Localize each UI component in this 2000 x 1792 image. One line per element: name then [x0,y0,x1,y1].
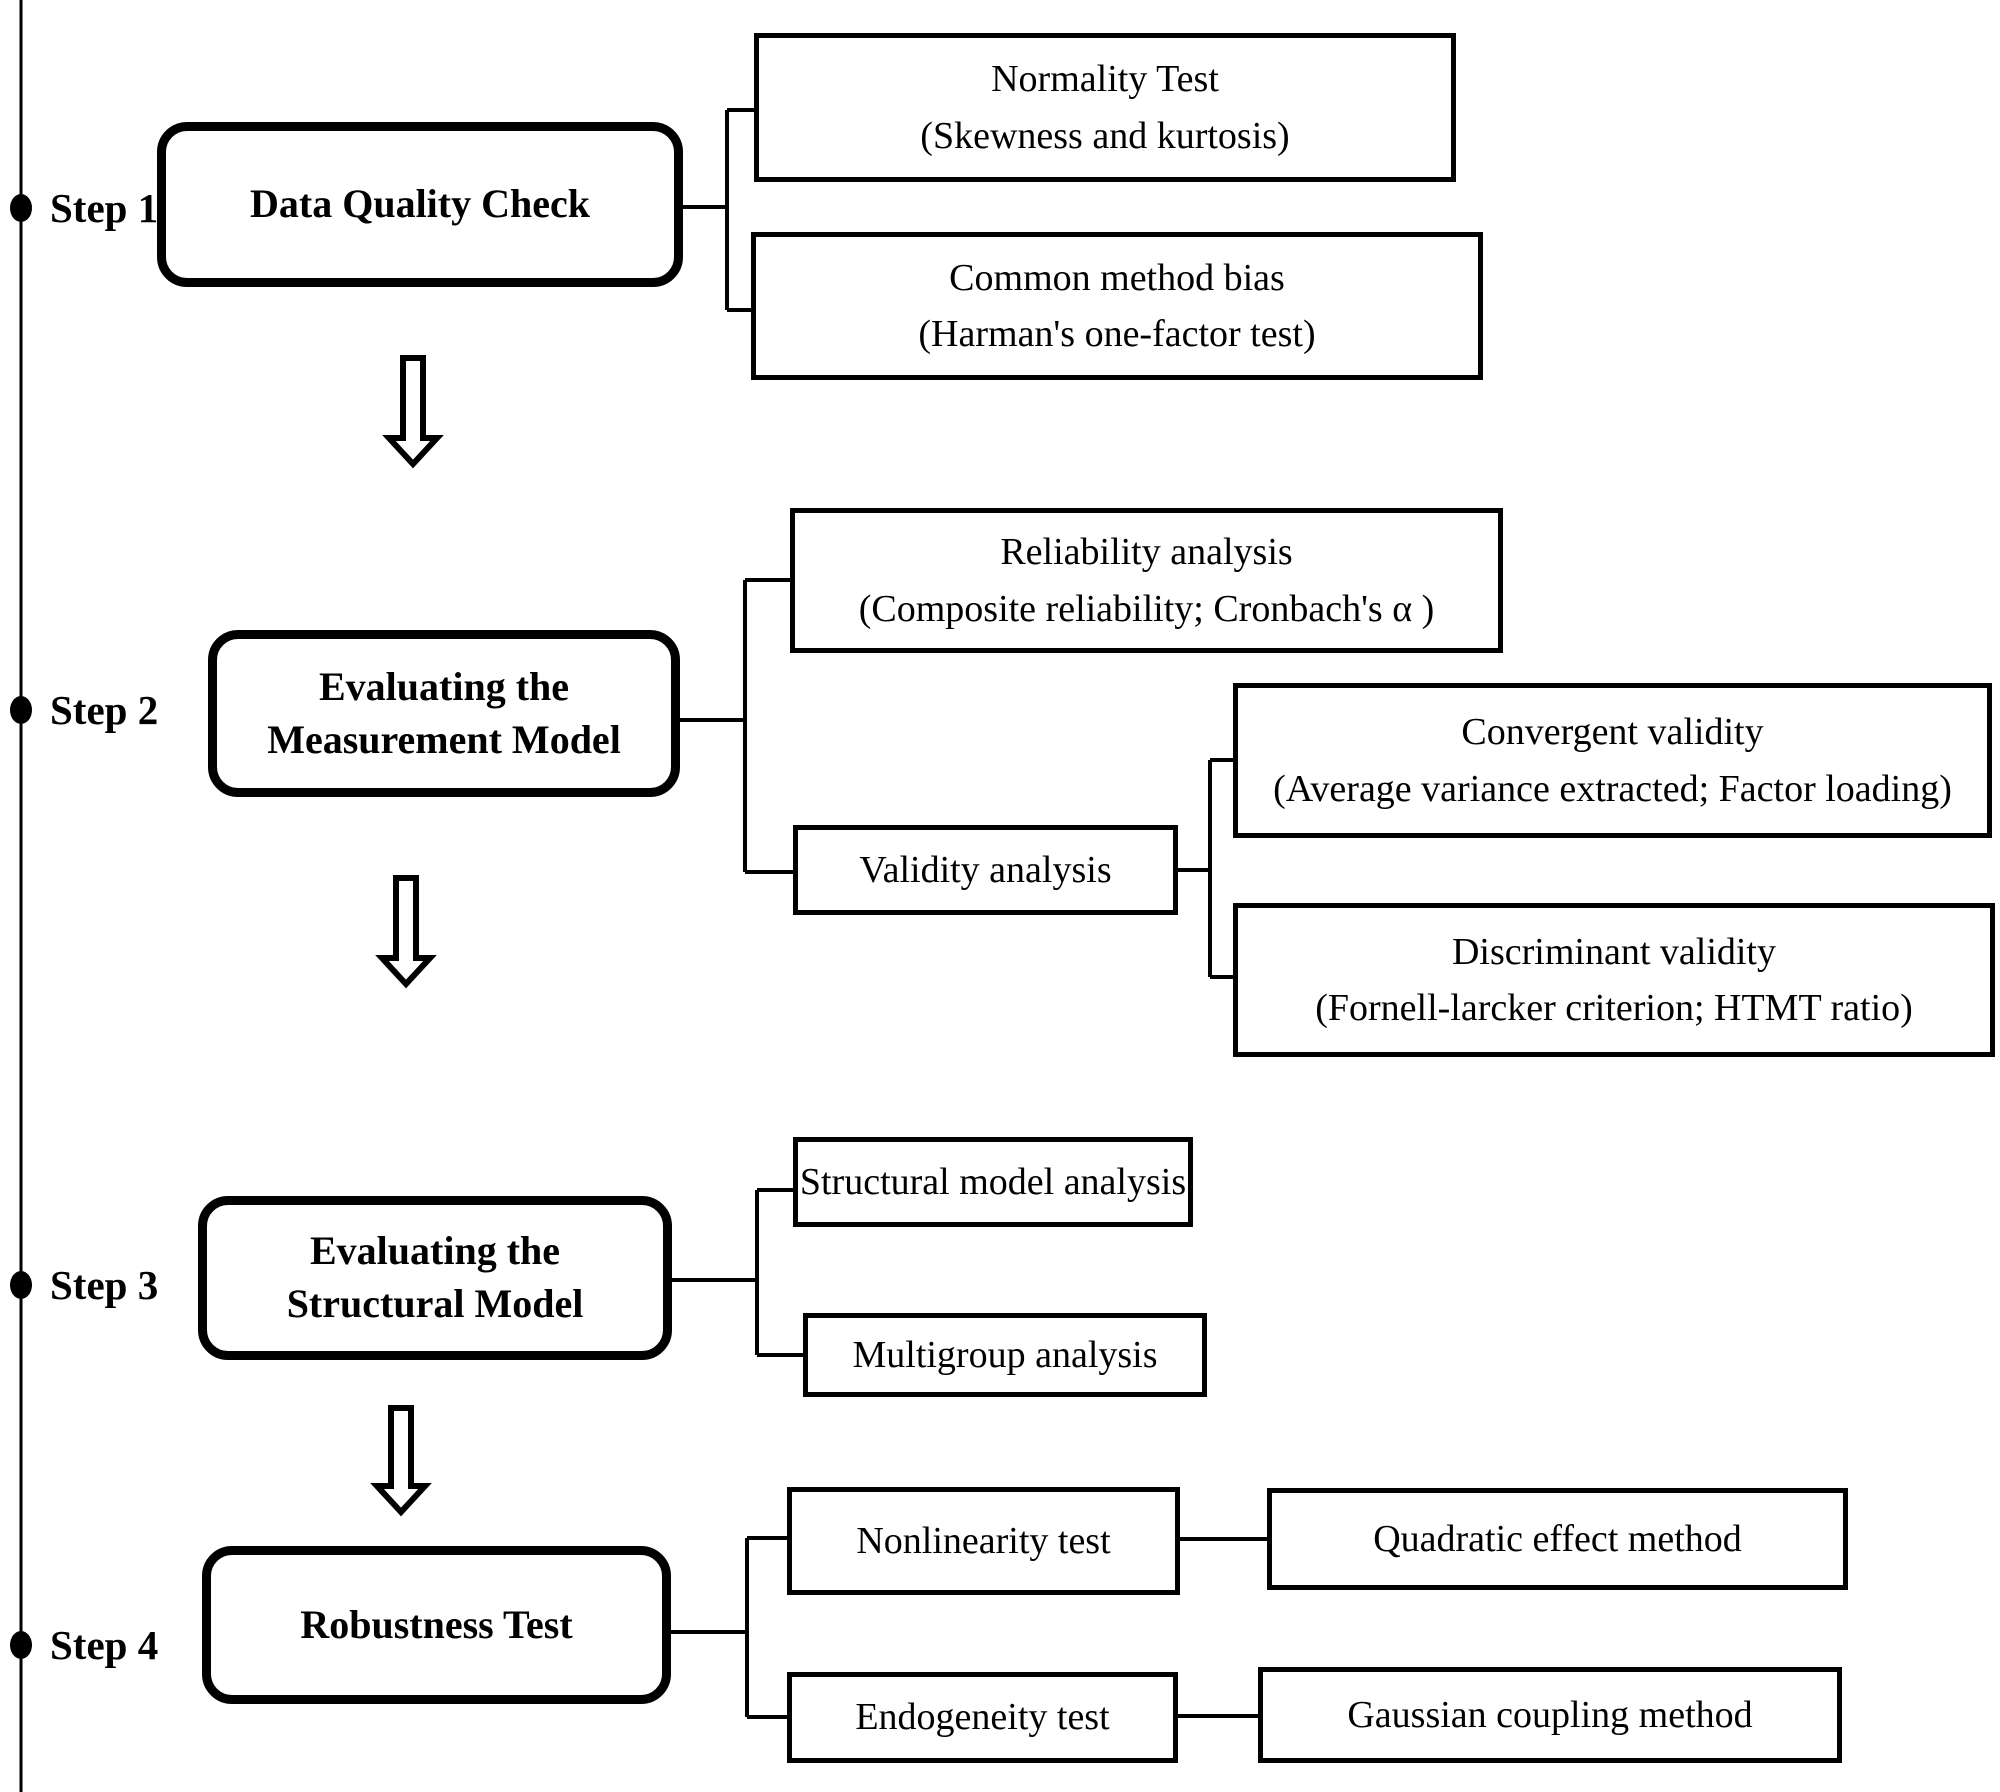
step1-marker-dot [10,194,32,222]
step3-connector [672,1188,803,1357]
step1-title: Data Quality Check [250,181,590,227]
common-method-bias-title: Common method bias [949,256,1285,299]
structural-model-analysis-box: Structural model analysis [793,1137,1193,1227]
discriminant-validity-box: Discriminant validity (Fornell-larcker c… [1233,903,1995,1057]
step4-connector [671,1536,787,1719]
convergent-validity-detail: (Average variance extracted; Factor load… [1273,767,1952,810]
gaussian-coupling-method-box: Gaussian coupling method [1258,1667,1842,1763]
structural-model-analysis-title: Structural model analysis [799,1160,1187,1203]
down-arrow-step1-step2 [382,355,444,469]
reliability-analysis-title: Reliability analysis [1000,531,1293,574]
normality-test-title: Normality Test [991,58,1219,101]
step2-title-line2: Measurement Model [267,716,621,762]
step4-label: Step 4 [50,1622,159,1668]
step3-title-line2: Structural Model [286,1281,584,1326]
step4-marker-dot [10,1631,32,1659]
endogeneity-test-box: Endogeneity test [787,1672,1178,1763]
discriminant-validity-title: Discriminant validity [1451,930,1776,973]
multigroup-analysis-box: Multigroup analysis [803,1313,1207,1397]
down-arrow-step2-step3 [375,875,437,989]
step4-box: Robustness Test [202,1546,671,1704]
normality-test-detail: (Skewness and kurtosis) [920,114,1290,157]
common-method-bias-detail: (Harman's one-factor test) [918,313,1316,355]
common-method-bias-box: Common method bias (Harman's one-factor … [751,232,1483,380]
step1-connector [683,108,754,312]
reliability-analysis-box: Reliability analysis (Composite reliabil… [790,508,1503,653]
step2-marker-dot [10,696,32,724]
reliability-analysis-detail: (Composite reliability; Cronbach's α ) [858,587,1435,630]
nonlinearity-test-box: Nonlinearity test [787,1487,1180,1595]
endogeneity-test-title: Endogeneity test [855,1696,1110,1739]
gaussian-coupling-method-title: Gaussian coupling method [1347,1693,1753,1736]
step3-box: Evaluating the Structural Model [198,1196,672,1360]
step3-marker-dot [10,1271,32,1299]
validity-connector [1178,758,1233,979]
validity-analysis-box: Validity analysis [793,825,1178,915]
quadratic-effect-method-box: Quadratic effect method [1267,1488,1848,1590]
step1-box: Data Quality Check [157,122,683,287]
convergent-validity-box: Convergent validity (Average variance ex… [1233,683,1992,838]
validity-analysis-title: Validity analysis [859,848,1112,891]
step4-title: Robustness Test [300,1601,573,1647]
step3-label: Step 3 [50,1262,159,1308]
step2-title: Evaluating the [318,663,570,709]
nonlinearity-test-title: Nonlinearity test [856,1519,1111,1562]
step2-label: Step 2 [50,687,159,733]
step2-connector [680,578,793,874]
step1-label: Step 1 [50,185,159,231]
step3-title: Evaluating the [309,1228,561,1274]
discriminant-validity-detail: (Fornell-larcker criterion; HTMT ratio) [1315,987,1913,1029]
normality-test-box: Normality Test (Skewness and kurtosis) [754,33,1456,182]
convergent-validity-title: Convergent validity [1461,711,1764,754]
down-arrow-step3-step4 [370,1405,432,1517]
multigroup-analysis-title: Multigroup analysis [852,1333,1158,1376]
quadratic-effect-method-title: Quadratic effect method [1373,1517,1742,1560]
step2-box: Evaluating the Measurement Model [208,630,680,797]
